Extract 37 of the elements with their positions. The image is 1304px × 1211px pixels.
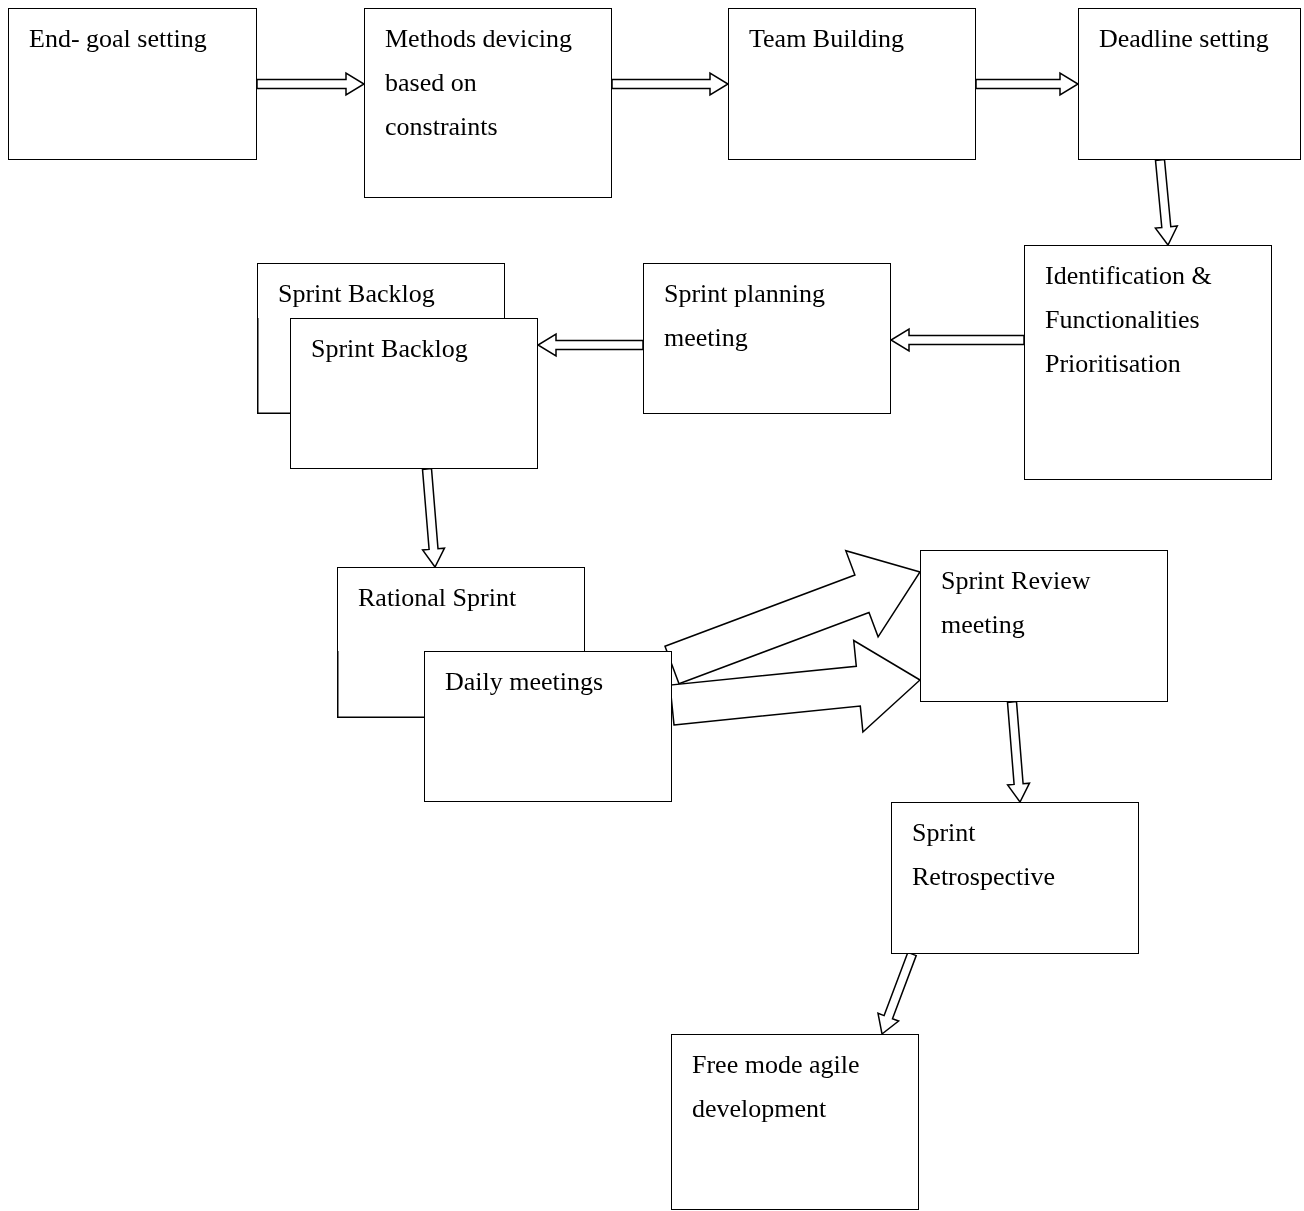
box-label: Free mode agile development <box>692 1049 861 1125</box>
process-box <box>1078 8 1301 160</box>
block-arrow <box>256 71 366 97</box>
process-box <box>671 1034 919 1210</box>
process-box <box>290 318 538 469</box>
block-arrow <box>669 639 922 734</box>
block-arrow <box>536 332 644 358</box>
block-arrow <box>975 71 1080 97</box>
box-label: Sprint Retrospective <box>912 817 1056 893</box>
box-label: Methods devicing based on constraints <box>385 23 574 143</box>
box-label: Sprint Backlog <box>278 278 436 310</box>
box-label: Sprint Review meeting <box>941 565 1092 641</box>
process-box <box>257 263 505 318</box>
process-box <box>364 8 612 198</box>
block-arrow <box>1006 700 1031 804</box>
box-label: Identification & Functionalities Prioritisation <box>1045 260 1213 380</box>
process-box <box>424 651 672 802</box>
process-box <box>643 263 891 414</box>
box-label: Deadline setting <box>1099 23 1270 55</box>
block-arrow <box>877 951 918 1036</box>
box-label: Daily meetings <box>445 666 605 698</box>
block-arrow <box>1154 158 1179 247</box>
box-label: Team Building <box>749 23 905 55</box>
process-box <box>891 802 1139 954</box>
process-box <box>728 8 976 160</box>
process-box <box>8 8 257 160</box>
process-box <box>920 550 1168 702</box>
process-box <box>1024 245 1272 480</box>
block-arrow <box>889 327 1025 353</box>
box-label: Sprint planning meeting <box>664 278 827 354</box>
box-label: Sprint Backlog <box>311 333 469 365</box>
block-arrow <box>611 71 730 97</box>
box-label: Rational Sprint <box>358 582 518 614</box>
block-arrow <box>421 467 446 569</box>
process-box <box>337 567 585 651</box>
block-arrow <box>664 549 922 685</box>
box-label: End- goal setting <box>29 23 208 55</box>
